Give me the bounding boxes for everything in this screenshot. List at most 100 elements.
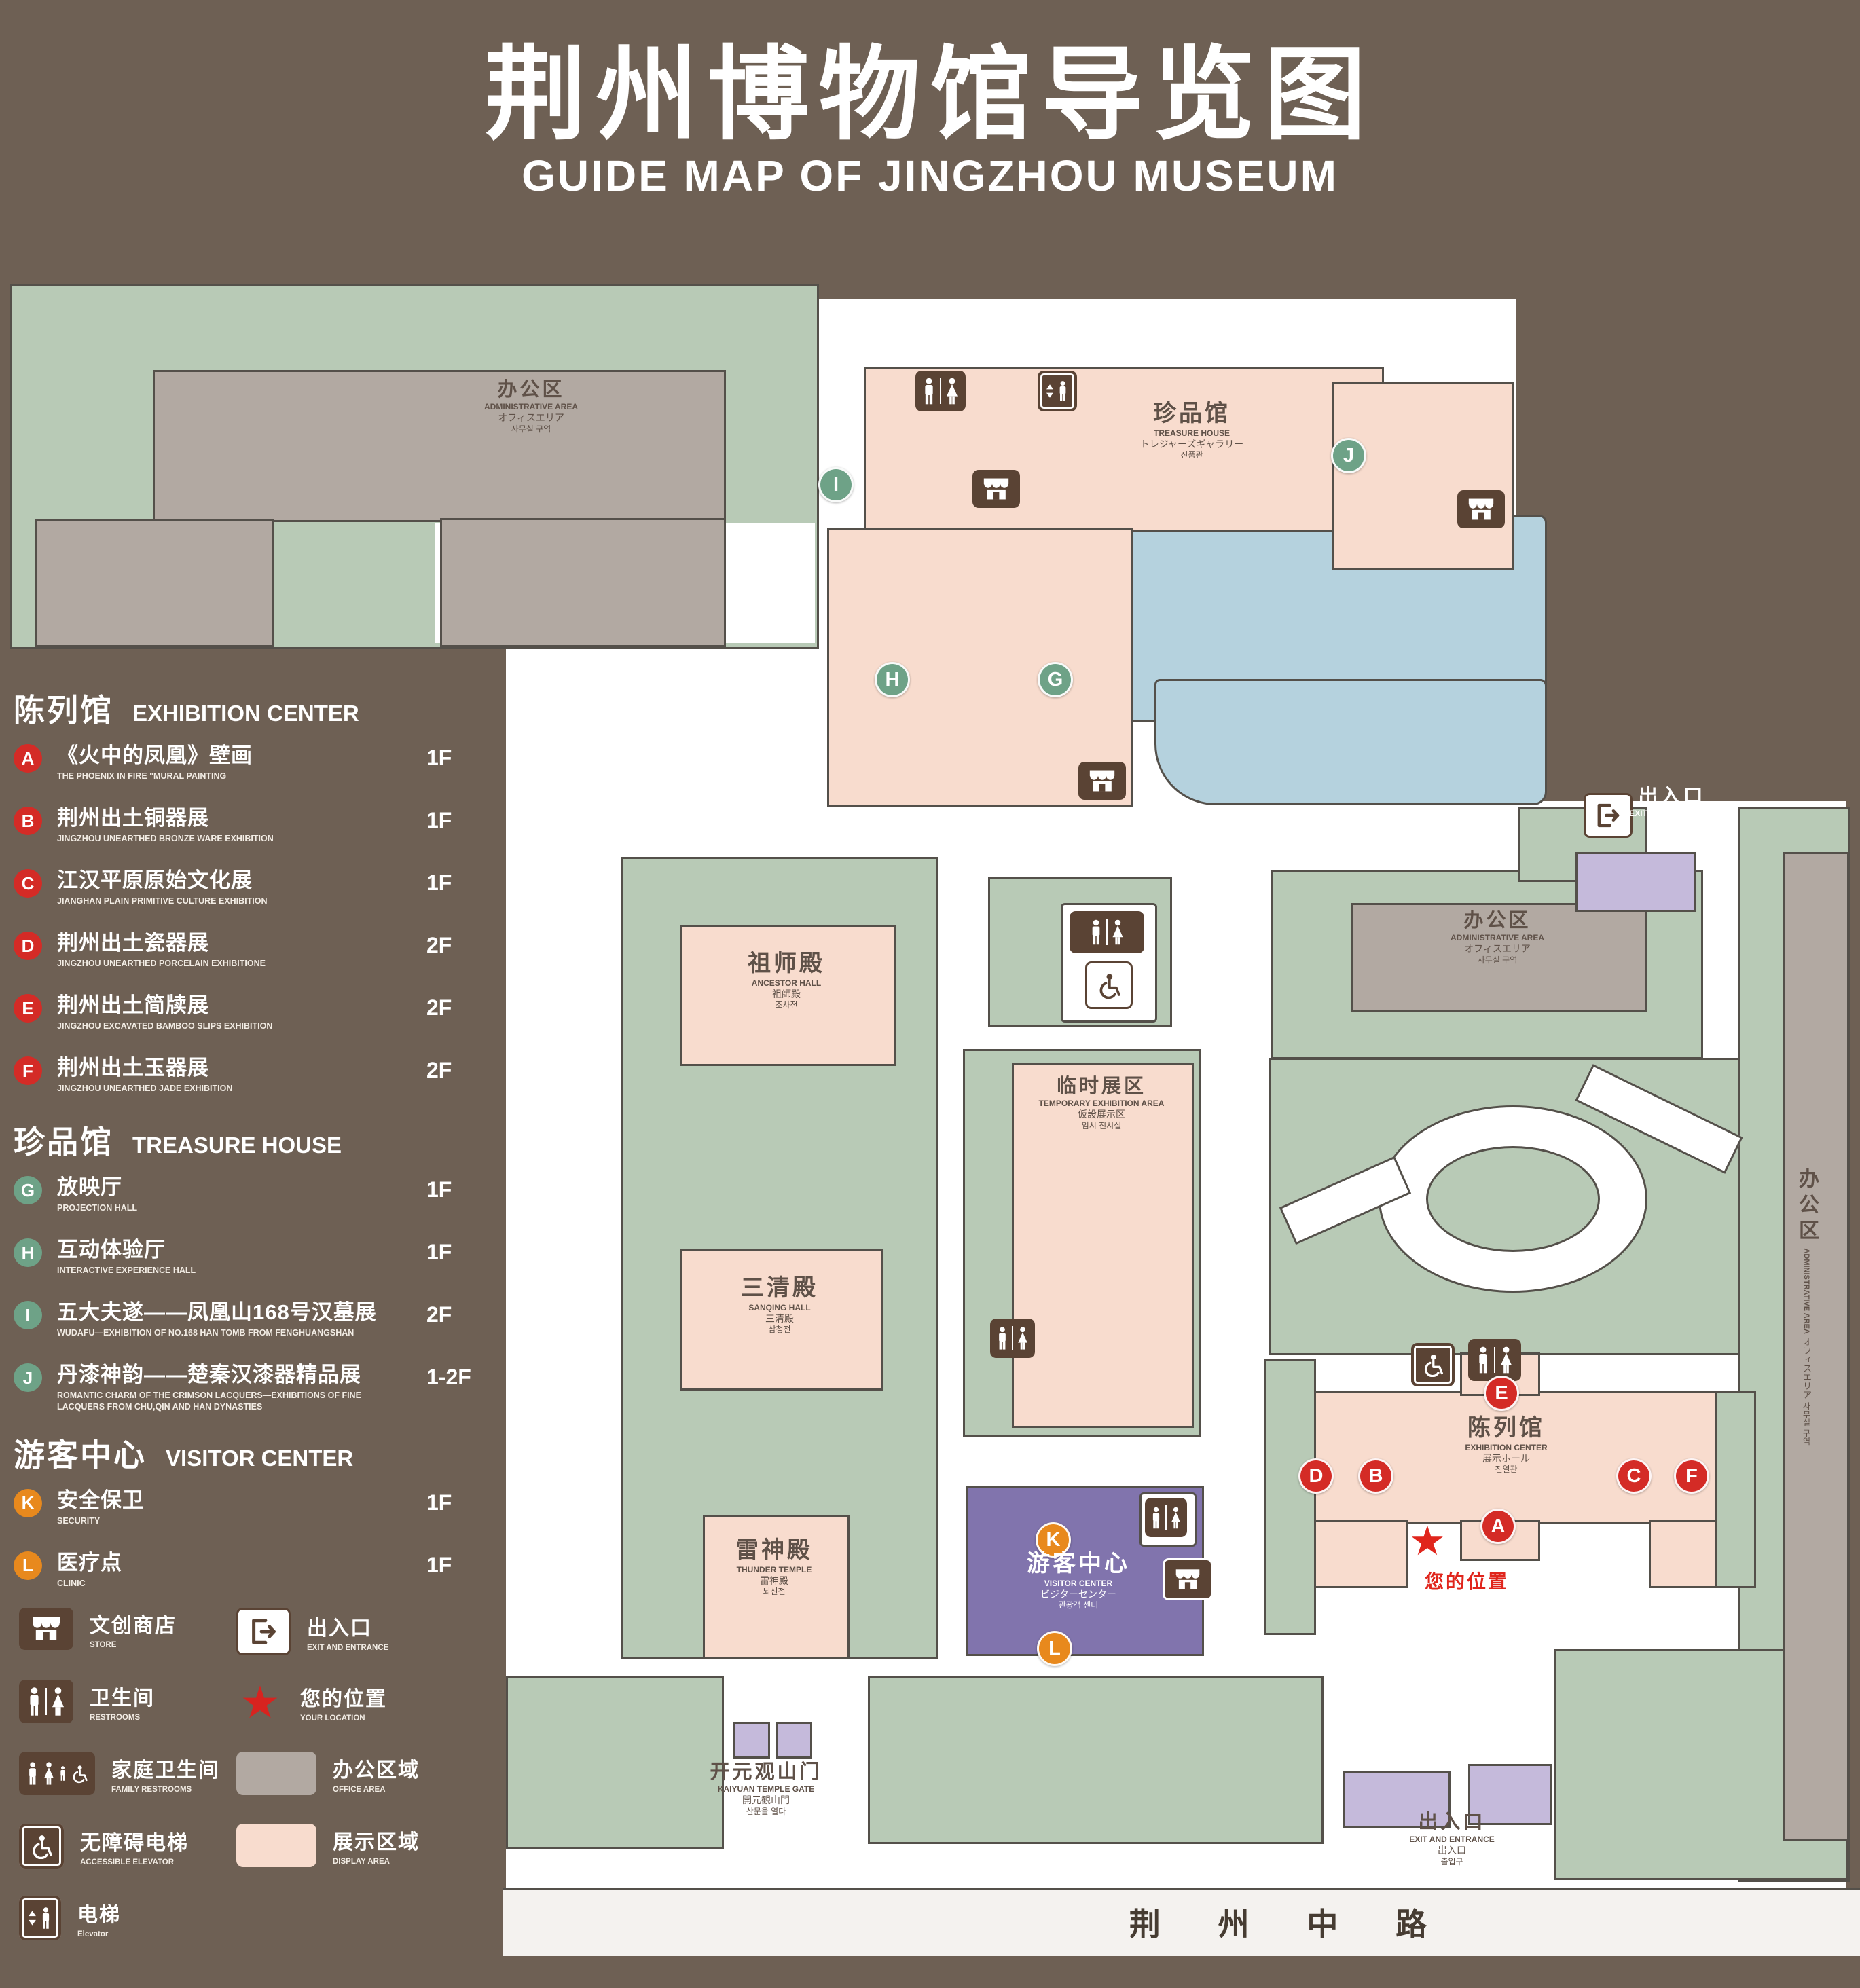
display-area-swatch <box>236 1824 316 1867</box>
admin-building-top-wing-right <box>440 518 726 647</box>
symbol-en: STORE <box>90 1641 117 1649</box>
marker-badge-g: G <box>14 1176 42 1204</box>
legend-section-exhibition-center: 陈列馆 EXHIBITION CENTER A 《火中的凤凰》壁画 THE PH… <box>14 686 475 1100</box>
divider <box>940 378 941 404</box>
symbol-en: DISPLAY AREA <box>333 1858 390 1866</box>
store-icon <box>1457 490 1505 528</box>
exit-icon <box>1584 793 1633 838</box>
map-marker-g[interactable]: G <box>1038 662 1073 697</box>
item-zh: 江汉平原原始文化展 <box>57 868 253 892</box>
item-en: WUDAFU—EXHIBITION OF NO.168 HAN TOMB FRO… <box>57 1328 354 1338</box>
map-marker-f[interactable]: F <box>1674 1458 1709 1494</box>
label-kr: 사무실 구역 <box>511 424 551 434</box>
accessible-elevator-icon <box>1411 1343 1455 1386</box>
map-marker-d[interactable]: D <box>1298 1458 1334 1494</box>
legend-item-d[interactable]: D 荆州出土瓷器展 JINGZHOU UNEARTHED PORCELAIN E… <box>14 930 475 975</box>
item-floor: 1F <box>426 870 452 895</box>
gate-kiosk-east <box>776 1722 812 1759</box>
label-jp: オフィスエリア <box>1802 1337 1812 1399</box>
admin-mid-label: 办公区 ADMINISTRATIVE AREA オフィスエリア 사무실 구역 <box>1451 908 1544 965</box>
treasure-house-label: 珍品馆 TREASURE HOUSE トレジャーズギャラリー 진품관 <box>1140 399 1244 460</box>
legend-item-k[interactable]: K 安全保卫 SECURITY 1F <box>14 1488 475 1532</box>
admin-top-label: 办公区 ADMINISTRATIVE AREA オフィスエリア 사무실 구역 <box>484 378 578 435</box>
lawn-south-west <box>506 1676 724 1849</box>
road-label: 荆 州 中 路 <box>1129 1907 1452 1942</box>
label-en: ADMINISTRATIVE AREA <box>1802 1248 1810 1334</box>
symbol-en: EXIT AND ENTRANCE <box>307 1644 389 1652</box>
section-title-zh: 陈列馆 <box>14 693 113 728</box>
restroom-icon <box>990 1319 1035 1358</box>
legend-item-e[interactable]: E 荆州出土简牍展 JINGZHOU EXCAVATED BAMBOO SLIP… <box>14 993 475 1037</box>
map-marker-j[interactable]: J <box>1331 438 1366 473</box>
symbol-zh: 出入口 <box>307 1617 372 1640</box>
map-marker-b[interactable]: B <box>1358 1458 1393 1494</box>
office-area-swatch <box>236 1752 316 1795</box>
symbol-zh: 电梯 <box>77 1904 121 1926</box>
map-marker-e[interactable]: E <box>1484 1376 1519 1411</box>
exhibition-center-label: 陈列馆 EXHIBITION CENTER 展示ホール 진열관 <box>1465 1414 1547 1475</box>
map-marker-c[interactable]: C <box>1616 1458 1652 1494</box>
item-en: CLINIC <box>57 1579 86 1589</box>
map-marker-h[interactable]: H <box>875 662 910 697</box>
symbol-en: ACCESSIBLE ELEVATOR <box>80 1858 175 1866</box>
label-jp: トレジャーズギャラリー <box>1139 438 1244 449</box>
map-marker-i[interactable]: I <box>818 467 854 502</box>
item-zh: 放映厅 <box>57 1175 122 1199</box>
label-jp: 出入口 <box>1438 1845 1466 1856</box>
item-zh: 五大夫遂——凤凰山168号汉墓展 <box>57 1300 377 1324</box>
admin-building-top-wing-left <box>35 519 274 647</box>
label-zh: 珍品馆 <box>1152 401 1230 426</box>
elevator-icon <box>1038 371 1077 411</box>
label-zh: 祖师殿 <box>748 951 825 976</box>
item-floor: 1-2F <box>426 1365 471 1389</box>
map-marker-l[interactable]: L <box>1037 1631 1072 1666</box>
item-zh: 医疗点 <box>57 1550 122 1575</box>
exhibition-center-wing-right <box>1649 1520 1717 1588</box>
restroom-icon <box>1468 1339 1521 1381</box>
divider <box>1165 1505 1167 1530</box>
item-zh: 安全保卫 <box>57 1488 144 1512</box>
location-star-icon: ★ <box>240 1677 280 1727</box>
legend-symbol-display-area: 展示区域 DISPLAY AREA <box>236 1824 420 1867</box>
road <box>503 1888 1860 1956</box>
label-zh: 出入口 <box>1638 786 1706 807</box>
legend-item-j[interactable]: J 丹漆神韵——楚秦汉漆器精品展 ROMANTIC CHARM OF THE C… <box>14 1362 475 1413</box>
marker-badge-f: F <box>14 1056 42 1085</box>
label-jp: 展示ホール <box>1482 1452 1530 1464</box>
legend-section-treasure-house: 珍品馆 TREASURE HOUSE G 放映厅 PROJECTION HALL… <box>14 1118 475 1413</box>
symbol-en: OFFICE AREA <box>333 1786 386 1794</box>
legend-item-c[interactable]: C 江汉平原原始文化展 JIANGHAN PLAIN PRIMITIVE CUL… <box>14 868 475 913</box>
symbol-zh: 无障碍电梯 <box>80 1832 189 1854</box>
item-floor: 1F <box>426 746 452 770</box>
divider <box>1106 919 1108 946</box>
south-exit-label: 出入口 EXIT AND ENTRANCE 出入口 출입구 <box>1409 1810 1495 1867</box>
item-en: JINGZHOU UNEARTHED JADE EXHIBITION <box>57 1084 233 1094</box>
legend-item-h[interactable]: H 互动体验厅 INTERACTIVE EXPERIENCE HALL 1F <box>14 1237 475 1282</box>
label-jp: 仮設展示区 <box>1078 1109 1125 1120</box>
label-zh: 出入口 <box>1418 1811 1486 1833</box>
item-floor: 1F <box>426 1240 452 1264</box>
treasure-house-building-south <box>827 528 1133 807</box>
gate-label: 开元观山门 KAIYUAN TEMPLE GATE 開元観山門 산문을 열다 <box>710 1760 822 1817</box>
legend-item-b[interactable]: B 荆州出土铜器展 JINGZHOU UNEARTHED BRONZE WARE… <box>14 805 475 850</box>
family-restroom-icon <box>19 1752 95 1795</box>
item-floor: 2F <box>426 1302 452 1327</box>
admin-strip-label: 办公区 ADMINISTRATIVE AREA オフィスエリア 사무실 구역 <box>1791 1168 1821 1548</box>
map-marker-k[interactable]: K <box>1036 1522 1071 1558</box>
south-exit-building-west <box>1343 1771 1451 1828</box>
legend-item-i[interactable]: I 五大夫遂——凤凰山168号汉墓展 WUDAFU—EXHIBITION OF … <box>14 1300 475 1344</box>
item-zh: 《火中的凤凰》壁画 <box>57 743 253 767</box>
legend-item-f[interactable]: F 荆州出土玉器展 JINGZHOU UNEARTHED JADE EXHIBI… <box>14 1055 475 1100</box>
label-jp: 三清殿 <box>765 1312 794 1324</box>
symbol-zh: 文创商店 <box>90 1615 177 1637</box>
legend-item-l[interactable]: L 医疗点 CLINIC 1F <box>14 1550 475 1595</box>
legend-item-g[interactable]: G 放映厅 PROJECTION HALL 1F <box>14 1175 475 1219</box>
label-jp: 出入口 <box>1658 819 1686 830</box>
store-icon <box>1078 762 1126 800</box>
legend-item-a[interactable]: A 《火中的凤凰》壁画 THE PHOENIX IN FIRE "MURAL P… <box>14 743 475 788</box>
label-en: ANCESTOR HALL <box>751 978 822 988</box>
ancestor-hall-building <box>680 925 896 1066</box>
label-en: TEMPORARY EXHIBITION AREA <box>1038 1099 1165 1109</box>
map-marker-a[interactable]: A <box>1480 1509 1516 1544</box>
exit-icon <box>236 1608 291 1655</box>
